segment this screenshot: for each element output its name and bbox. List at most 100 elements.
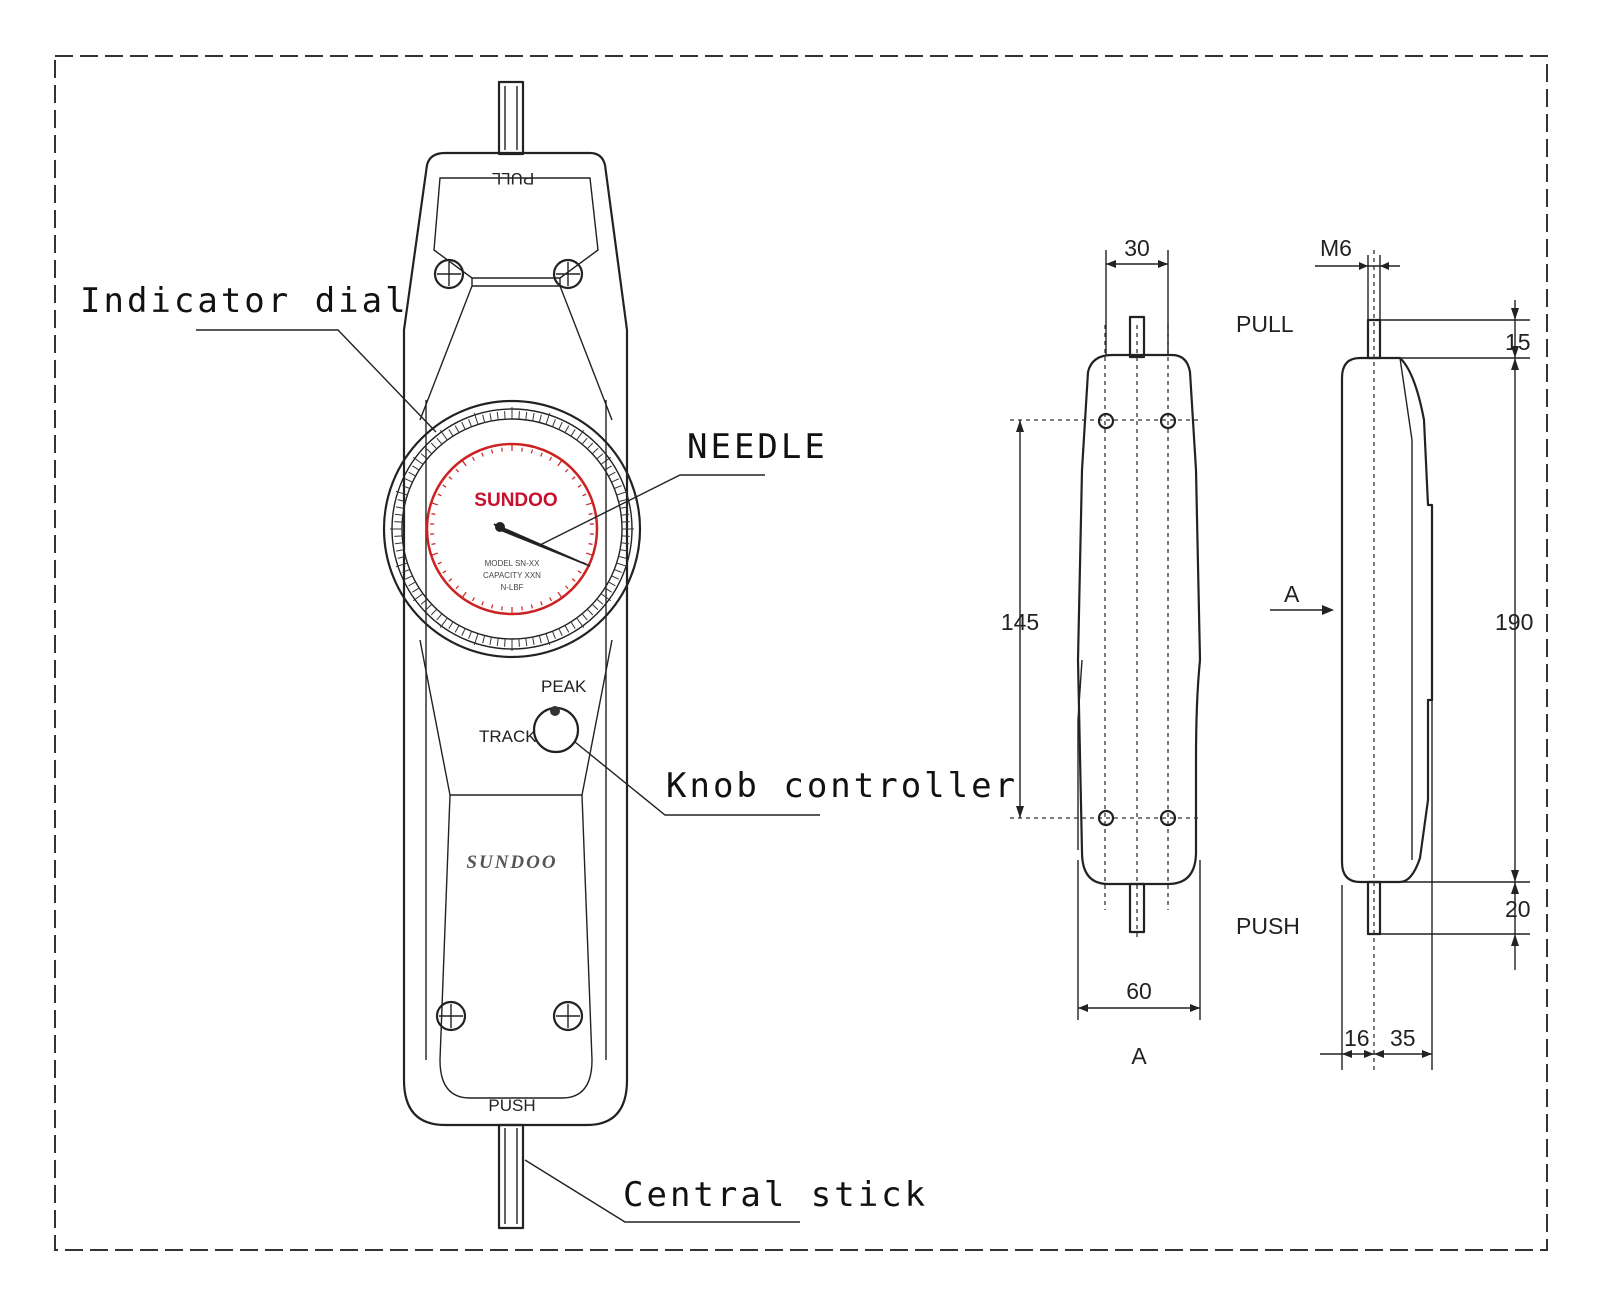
dial-tick (570, 621, 576, 629)
callout-central-stick: Central stick (524, 1159, 928, 1223)
dial-tick (420, 453, 428, 460)
dial-tick (425, 603, 433, 611)
dial-model-text: MODEL SN-XX (485, 559, 540, 568)
pull-label: PULL (492, 169, 535, 188)
dial-tick (394, 535, 403, 537)
callout-indicator-dial: Indicator dial (80, 281, 437, 433)
callout-knob-controller: Knob controller (574, 741, 1015, 816)
screw-top-left (433, 258, 465, 290)
dial-tick (564, 625, 570, 633)
dial-tick (619, 506, 629, 509)
dial-tick (397, 499, 406, 503)
central-stick-callout-text: Central stick (623, 1175, 928, 1215)
dial-tick (489, 412, 492, 422)
dial-tick (412, 465, 420, 471)
dial-red-tick (577, 570, 582, 574)
front-view: 30 145 60 A (1001, 235, 1202, 1069)
dial-red-tick (431, 543, 436, 545)
dial-red-tick (448, 476, 453, 480)
dial-tick (525, 638, 528, 647)
dial-tick (611, 478, 619, 483)
screw-top-right (552, 258, 584, 290)
drawing-frame (54, 55, 1548, 1251)
gauge-body-outline (402, 151, 629, 1127)
side-push-label: PUSH (1236, 913, 1300, 939)
dial-red-tick (540, 452, 543, 457)
dial-tick (596, 598, 604, 605)
dial-tick (436, 437, 443, 445)
dial-tick (581, 613, 588, 621)
side-bottom-stub-dim: 20 (1505, 896, 1531, 922)
dial-tick (518, 411, 520, 420)
dial-tick (468, 419, 472, 427)
dial-tick (430, 442, 438, 450)
dial-tick (496, 638, 499, 647)
dial-tick (611, 575, 619, 580)
dial-tick (473, 633, 479, 646)
push-label: PUSH (488, 1096, 535, 1115)
dial-capacity-text: CAPACITY XXN (483, 571, 541, 580)
dial-tick (395, 490, 408, 496)
dial-tick (604, 587, 612, 593)
dial-tick (538, 635, 542, 644)
dial-red-tick (588, 513, 593, 515)
dial-red-tick (530, 604, 533, 609)
dial-tick (402, 569, 410, 573)
screw-bottom-left (435, 1000, 467, 1032)
dial-tick (394, 513, 403, 516)
dial-tick (395, 549, 405, 552)
dial-tick (504, 638, 506, 647)
dial-tick (413, 593, 424, 602)
dial-tick (395, 506, 405, 509)
front-view-label: A (1131, 1043, 1147, 1069)
dial-red-tick (571, 578, 576, 582)
dial-red-tick (442, 484, 447, 488)
side-view-arrow-label: A (1284, 581, 1300, 607)
dial-tick (489, 636, 492, 646)
dial-tick (576, 430, 585, 441)
dial-red-tick (471, 456, 475, 461)
dial-tick (425, 447, 433, 455)
dial-tick (564, 425, 570, 433)
dial-tick (439, 430, 448, 441)
dial-tick (461, 422, 466, 430)
dial-red-tick (501, 447, 503, 452)
side-top-stub-dim: 15 (1505, 329, 1531, 355)
side-depth-dim: 35 (1390, 1025, 1416, 1051)
dial-tick (614, 569, 622, 573)
front-width-top-dim: 30 (1124, 235, 1150, 261)
dial-red-tick (455, 585, 460, 590)
dial-red-tick (557, 459, 563, 467)
dial-tick (405, 478, 413, 483)
dial-tick (461, 628, 466, 636)
side-offset-dim: 16 (1344, 1025, 1370, 1051)
dial-tick (621, 513, 630, 516)
dial-red-tick (564, 585, 569, 590)
dial-tick (525, 411, 528, 420)
front-width-bottom-dim: 60 (1126, 978, 1152, 1004)
dial-tick (454, 625, 460, 633)
dial-tick (621, 542, 630, 545)
dial-tick (570, 429, 576, 437)
dial-red-tick (582, 493, 587, 497)
dial-red-tick (471, 597, 475, 602)
dial-tick (618, 499, 627, 503)
dial-tick (558, 422, 563, 430)
side-thread-dim: M6 (1320, 235, 1352, 261)
track-label: TRACK (479, 727, 537, 746)
dial-tick (591, 603, 599, 611)
dial-red-tick (491, 604, 494, 609)
indicator-dial: SUNDOO MODEL SN-XX CAPACITY XXN N-LBF (382, 399, 642, 659)
dial-tick (532, 412, 535, 422)
dial-red-tick (455, 468, 460, 473)
dial-tick (532, 636, 535, 646)
dial-tick (586, 608, 594, 616)
bottom-shaft (497, 1123, 525, 1230)
dial-tick (608, 471, 616, 477)
dial-tick (413, 456, 424, 465)
dial-red-tick (530, 449, 533, 454)
dial-tick (448, 429, 454, 437)
side-body-length-dim: 190 (1495, 609, 1533, 635)
dial-red-tick (557, 591, 563, 599)
dial-tick (408, 581, 416, 587)
